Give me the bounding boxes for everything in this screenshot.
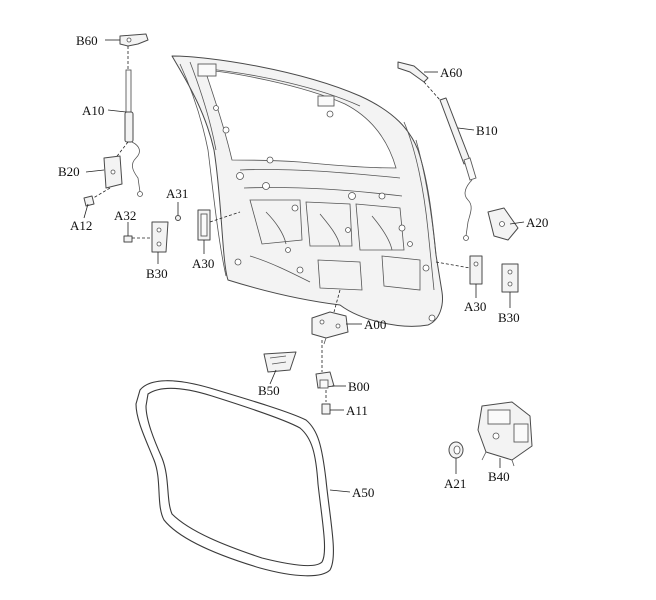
hinge-a30-right [469,255,483,285]
striker-b00 [315,371,335,389]
label-b60: B60 [76,33,98,48]
label-b00: B00 [348,379,370,394]
gas-strut-b10 [439,97,477,241]
label-a12: A12 [70,218,92,233]
label-a11: A11 [346,403,368,418]
label-b50: B50 [258,383,280,398]
bracket-b60 [119,33,149,47]
label-a30-right: A30 [464,299,486,314]
bolt-a12 [83,195,95,207]
bracket-a60 [397,61,429,83]
grommet-a21 [448,441,464,459]
label-a31: A31 [166,186,188,201]
actuator-b40 [477,401,533,467]
hinge-b30-left [151,221,169,253]
label-b30-left: B30 [146,266,168,281]
weatherstrip-a50 [135,380,334,577]
callout-labels: B60 A10 B20 A12 A31 A32 B30 A30 A60 B10 … [58,33,548,500]
label-b40: B40 [488,469,510,484]
label-a20: A20 [526,215,548,230]
label-a10: A10 [82,103,104,118]
label-b20: B20 [58,164,80,179]
label-a00: A00 [364,317,386,332]
label-a30-left: A30 [192,256,214,271]
label-a32: A32 [114,208,136,223]
label-b10: B10 [476,123,498,138]
bolt-a11 [321,403,331,415]
hinge-b30-right [501,263,519,293]
gas-strut-a10 [124,69,143,197]
label-a21: A21 [444,476,466,491]
bracket-b20 [103,155,123,189]
label-a50: A50 [352,485,374,500]
label-b30-right: B30 [498,310,520,325]
hinge-a30-left [197,209,211,241]
bracket-a20 [487,207,519,241]
bolt-a32 [123,235,133,243]
bolt-a31 [175,215,181,221]
tailgate-inner-panel [171,55,443,327]
latch-a00 [311,311,349,345]
cover-b50 [263,351,297,373]
label-a60: A60 [440,65,462,80]
leader-lines [83,39,525,493]
